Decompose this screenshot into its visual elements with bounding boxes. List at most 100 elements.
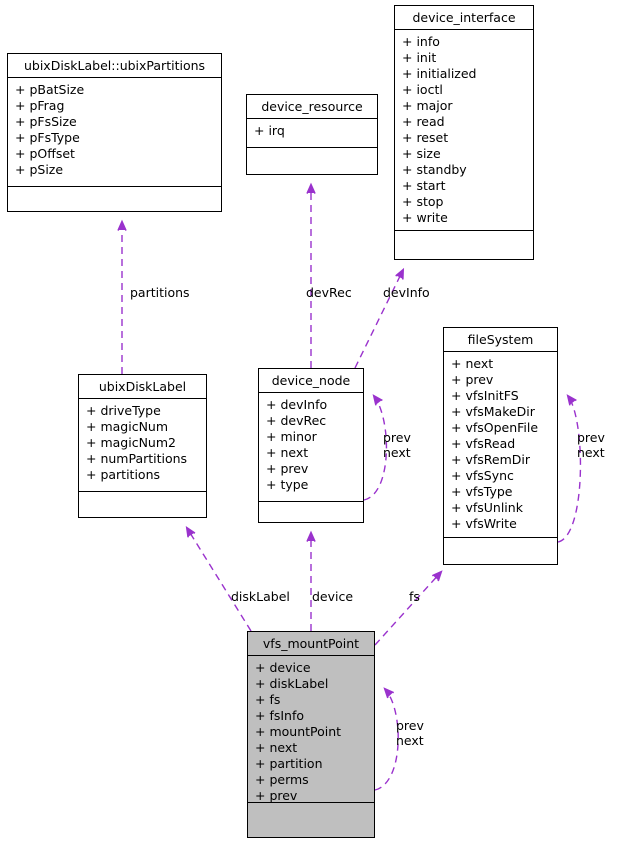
edge-label-disklabel: diskLabel: [231, 589, 290, 604]
class-attribute: + devRec: [266, 413, 327, 428]
class-box-ubixdisklabel[interactable]: ubixDiskLabel + driveType + magicNum + m…: [78, 374, 207, 518]
class-attribute: + vfsRead: [451, 436, 516, 451]
class-attribute: + mountPoint: [255, 724, 342, 739]
class-box-vfs-mountpoint[interactable]: vfs_mountPoint + device + diskLabel + fs…: [247, 631, 375, 838]
class-separator: [247, 147, 377, 148]
class-attribute: + pSize: [15, 162, 64, 177]
class-title-vfs-mountpoint: vfs_mountPoint: [262, 636, 360, 651]
class-attribute: + numPartitions: [86, 451, 188, 466]
class-attribute: + vfsOpenFile: [451, 420, 539, 435]
class-attribute: + irq: [254, 123, 285, 138]
class-title-device-interface: device_interface: [412, 10, 516, 25]
class-attribute: + driveType: [86, 403, 161, 418]
edge-label-devinfo: devInfo: [383, 285, 430, 300]
class-attributes-filesystem: + next + prev + vfsInitFS + vfsMakeDir +…: [444, 352, 557, 537]
class-box-filesystem[interactable]: fileSystem + next + prev + vfsInitFS + v…: [443, 327, 558, 565]
edge-label-devrec: devRec: [306, 285, 352, 300]
class-operations-ubixpartitions: [8, 187, 221, 211]
class-attribute: + minor: [266, 429, 317, 444]
class-separator: [395, 29, 533, 30]
edge-label-fs: fs: [409, 589, 420, 604]
class-attribute: + partition: [255, 756, 323, 771]
edge-disklabel: [187, 528, 252, 632]
class-attribute: + devInfo: [266, 397, 328, 412]
edge-label-prevnext-mountpoint: prev next: [396, 718, 424, 748]
class-operations-device-interface: [395, 231, 533, 259]
class-attribute: + vfsRemDir: [451, 452, 530, 467]
class-separator: [444, 537, 557, 538]
edge-fs: [374, 572, 441, 646]
class-separator: [395, 230, 533, 231]
class-attribute: + init: [402, 50, 437, 65]
class-attributes-vfs-mountpoint: + device + diskLabel + fs + fsInfo + mou…: [248, 656, 374, 803]
class-attributes-device-resource: + irq: [247, 119, 377, 147]
class-box-device-interface[interactable]: device_interface + info + init + initial…: [394, 5, 534, 260]
class-attributes-ubixdisklabel: + driveType + magicNum + magicNum2 + num…: [79, 399, 206, 491]
class-separator: [259, 501, 363, 502]
class-attribute: + pFsSize: [15, 114, 77, 129]
class-attribute: + type: [266, 477, 309, 492]
class-separator: [248, 802, 374, 803]
class-attributes-device-interface: + info + init + initialized + ioctl + ma…: [395, 30, 533, 230]
edge-label-prevnext-device-node: prev next: [383, 430, 411, 460]
class-attribute: + major: [402, 98, 453, 113]
class-attribute: + vfsSync: [451, 468, 514, 483]
class-title-filesystem: fileSystem: [467, 332, 534, 347]
class-attribute: + vfsWrite: [451, 516, 517, 531]
class-attribute: + start: [402, 178, 446, 193]
class-attribute: + prev: [451, 372, 494, 387]
class-title-device-node: device_node: [271, 373, 351, 388]
class-attribute: + ioctl: [402, 82, 443, 97]
class-box-device-resource[interactable]: device_resource + irq: [246, 94, 378, 175]
class-separator: [259, 392, 363, 393]
class-attribute: + vfsUnlink: [451, 500, 523, 515]
class-separator: [8, 186, 221, 187]
class-attribute: + pFsType: [15, 130, 80, 145]
class-attribute: + magicNum: [86, 419, 169, 434]
class-attribute: + prev: [255, 788, 298, 803]
class-attribute: + pBatSize: [15, 82, 85, 97]
edge-label-prevnext-filesystem: prev next: [577, 430, 605, 460]
edge-selfloop-filesystem: [557, 396, 582, 543]
class-attribute: + prev: [266, 461, 309, 476]
class-operations-ubixdisklabel: [79, 492, 206, 517]
class-title-ubixdisklabel: ubixDiskLabel: [98, 379, 187, 394]
class-attribute: + info: [402, 34, 440, 49]
class-separator: [79, 398, 206, 399]
class-attribute: + partitions: [86, 467, 161, 482]
class-attribute: + pOffset: [15, 146, 75, 161]
class-title-ubixpartitions: ubixDiskLabel::ubixPartitions: [23, 58, 206, 73]
class-attribute: + stop: [402, 194, 444, 209]
class-attribute: + standby: [402, 162, 467, 177]
class-operations-filesystem: [444, 538, 557, 564]
class-separator: [444, 351, 557, 352]
class-operations-device-node: [259, 502, 363, 524]
class-attribute: + initialized: [402, 66, 477, 81]
class-attribute: + reset: [402, 130, 449, 145]
class-attribute: + size: [402, 146, 441, 161]
class-attribute: + perms: [255, 772, 309, 787]
edge-selfloop-mountpoint: [374, 689, 399, 791]
class-operations-vfs-mountpoint: [248, 803, 374, 837]
class-attribute: + next: [266, 445, 309, 460]
class-attribute: + device: [255, 660, 311, 675]
class-attribute: + read: [402, 114, 445, 129]
class-attribute: + fs: [255, 692, 281, 707]
class-box-ubixpartitions[interactable]: ubixDiskLabel::ubixPartitions + pBatSize…: [7, 53, 222, 212]
class-attributes-ubixpartitions: + pBatSize + pFrag + pFsSize + pFsType +…: [8, 78, 221, 186]
class-separator: [8, 77, 221, 78]
class-attribute: + magicNum2: [86, 435, 176, 450]
class-operations-device-resource: [247, 148, 377, 174]
class-attribute: + next: [451, 356, 494, 371]
class-separator: [79, 491, 206, 492]
class-box-device-node[interactable]: device_node + devInfo + devRec + minor +…: [258, 368, 364, 523]
class-attribute: + fsInfo: [255, 708, 305, 723]
class-attribute: + write: [402, 210, 448, 225]
class-attributes-device-node: + devInfo + devRec + minor + next + prev…: [259, 393, 363, 501]
edge-label-device: device: [312, 589, 354, 604]
class-attribute: + next: [255, 740, 298, 755]
class-attribute: + pFrag: [15, 98, 65, 113]
class-title-device-resource: device_resource: [261, 99, 363, 114]
class-attribute: + diskLabel: [255, 676, 329, 691]
